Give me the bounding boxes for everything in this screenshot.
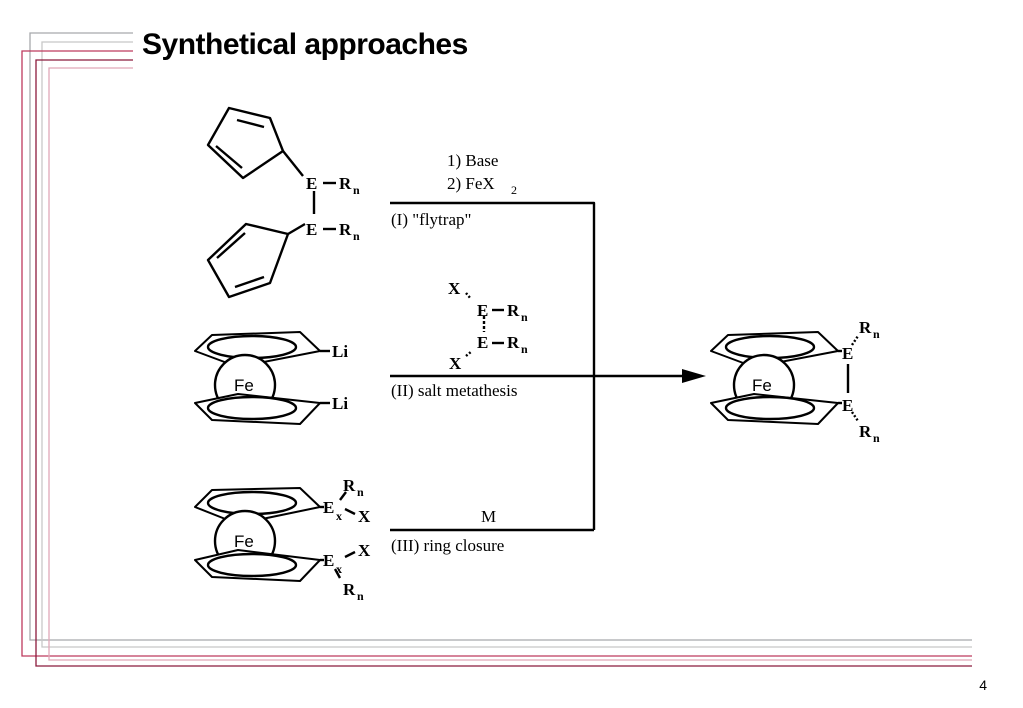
atom-n-1: n xyxy=(353,183,360,197)
atom-n-6: n xyxy=(357,589,364,603)
atom-x-1: X xyxy=(448,279,461,298)
route1-reagent2: 2) FeX xyxy=(447,174,495,193)
atom-e-1: E xyxy=(306,174,317,193)
atom-n-5: n xyxy=(357,485,364,499)
route1-name: (I) "flytrap" xyxy=(391,210,471,229)
bond-cp-e-top xyxy=(282,150,304,177)
cyclopentadiene-top xyxy=(206,106,285,180)
atom-n-4: n xyxy=(521,342,528,356)
route2-name: (II) salt metathesis xyxy=(391,381,518,400)
route1-reagent1: 1) Base xyxy=(447,151,498,170)
atom-n-8: n xyxy=(873,431,880,445)
atom-x-sub-1: x xyxy=(336,509,342,523)
reaction-lines xyxy=(390,201,690,532)
atom-n-3: n xyxy=(521,310,528,324)
atom-e-2: E xyxy=(306,220,317,239)
atom-r-1: R xyxy=(339,174,352,193)
atom-x-2: X xyxy=(449,354,462,373)
atom-n-7: n xyxy=(873,327,880,341)
atom-e-5: E xyxy=(323,498,334,517)
reagent-xeex xyxy=(465,292,504,357)
bond-cp-e-bottom xyxy=(287,222,306,236)
atom-fe-2: Fe xyxy=(234,532,254,551)
atom-r-4: R xyxy=(507,333,520,352)
atom-li-2: Li xyxy=(332,394,348,413)
page-number: 4 xyxy=(979,677,987,693)
cyclopentadiene-bottom xyxy=(206,222,290,299)
atom-r-7: R xyxy=(859,318,872,337)
route3-name: (III) ring closure xyxy=(391,536,504,555)
atom-x-3: X xyxy=(358,507,371,526)
frame-line-pink xyxy=(48,67,972,661)
route1-reagent2-sub: 2 xyxy=(511,183,517,197)
frame-line-gray-2 xyxy=(41,41,972,648)
route3-reagent: M xyxy=(481,507,496,526)
atom-e-4: E xyxy=(477,333,488,352)
slide-title: Synthetical approaches xyxy=(142,28,468,61)
atom-r-6: R xyxy=(343,580,356,599)
atom-e-6: E xyxy=(323,551,334,570)
atom-r-2: R xyxy=(339,220,352,239)
product-ferrocenophane xyxy=(710,331,859,425)
atom-fe-3: Fe xyxy=(752,376,772,395)
atom-x-sub-2: x xyxy=(336,562,342,576)
atom-li-1: Li xyxy=(332,342,348,361)
atom-x-4: X xyxy=(358,541,371,560)
atom-e-7: E xyxy=(842,344,853,363)
frame-line-gray-1 xyxy=(29,32,972,641)
atom-r-8: R xyxy=(859,422,872,441)
arrow-head xyxy=(682,369,706,383)
atom-r-5: R xyxy=(343,476,356,495)
atom-e-3: E xyxy=(477,301,488,320)
ferrocene-li xyxy=(194,331,330,425)
atom-n-2: n xyxy=(353,229,360,243)
atom-r-3: R xyxy=(507,301,520,320)
ferrocene-ex xyxy=(194,487,356,582)
atom-fe-1: Fe xyxy=(234,376,254,395)
frame-line-red-1 xyxy=(21,50,972,657)
frame-line-red-2 xyxy=(35,59,972,667)
atom-e-8: E xyxy=(842,396,853,415)
